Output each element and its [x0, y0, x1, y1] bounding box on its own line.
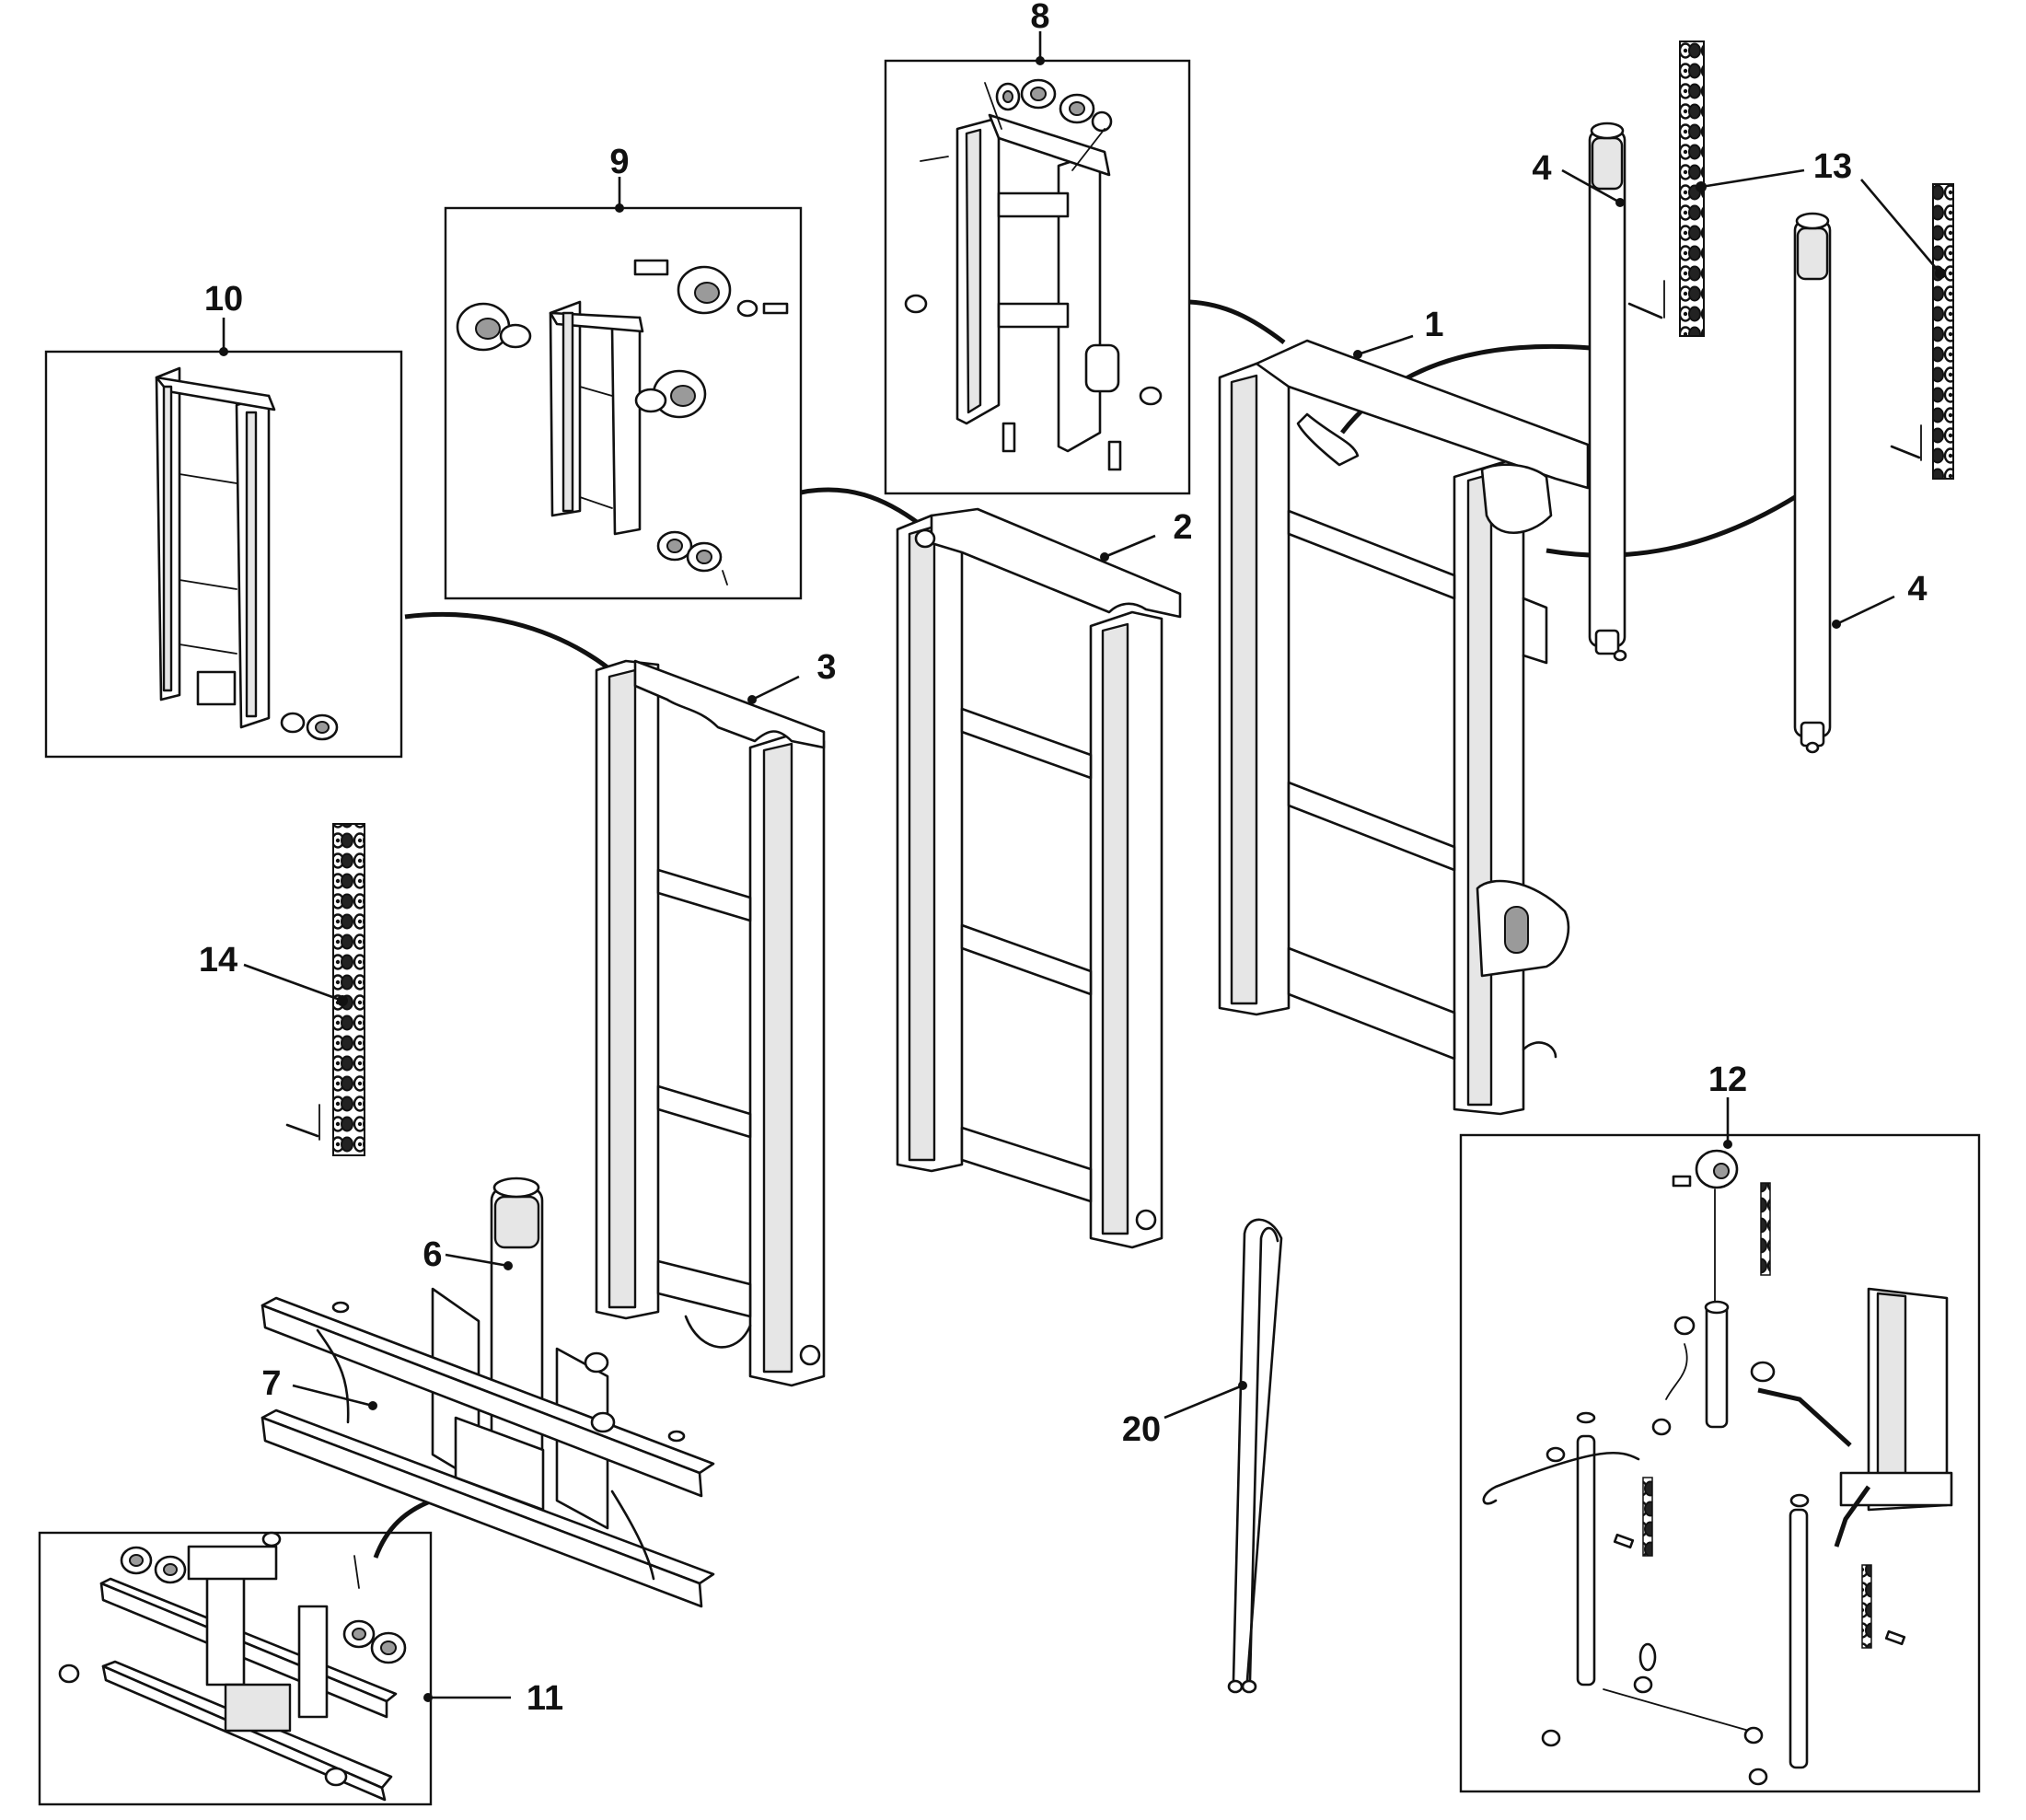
- roller-icon: [995, 78, 1113, 133]
- svg-text:20: 20: [1122, 1410, 1161, 1449]
- svg-text:1: 1: [1424, 306, 1443, 344]
- callout-1: 1: [1353, 306, 1444, 359]
- svg-text:4: 4: [1907, 570, 1927, 609]
- part-14-chain: [285, 823, 365, 1156]
- roller-icon: [120, 1546, 407, 1664]
- svg-text:2: 2: [1173, 508, 1192, 547]
- callout-2: 2: [1100, 508, 1193, 562]
- part-20-hose: [1227, 1218, 1283, 1694]
- connector-curve: [404, 612, 609, 670]
- detail-box-12: [1459, 1133, 1981, 1793]
- svg-text:14: 14: [199, 941, 237, 980]
- callout-4a: 4: [1532, 149, 1625, 207]
- connector-curve: [1546, 492, 1801, 558]
- svg-text:4: 4: [1532, 149, 1551, 188]
- svg-text:3: 3: [816, 648, 836, 687]
- connector-curve: [800, 487, 922, 527]
- callout-14: 14: [199, 941, 348, 1006]
- connector-curve: [1188, 299, 1286, 344]
- callout-12: 12: [1708, 1061, 1747, 1149]
- svg-text:12: 12: [1708, 1061, 1747, 1099]
- detail-box-9: [444, 206, 803, 600]
- part-4-lift-cylinder-a: [1588, 122, 1627, 662]
- callout-9: 9: [609, 143, 630, 213]
- svg-text:7: 7: [261, 1364, 281, 1403]
- callout-8: 8: [1030, 0, 1050, 65]
- svg-text:6: 6: [423, 1235, 442, 1274]
- svg-text:8: 8: [1030, 0, 1049, 36]
- svg-text:13: 13: [1813, 147, 1852, 186]
- callout-3: 3: [747, 648, 837, 704]
- part-13-chain-b: [1890, 183, 1954, 480]
- callout-6: 6: [423, 1235, 513, 1274]
- detail-box-10: [44, 350, 403, 759]
- part-13-chain-a: [1627, 41, 1705, 337]
- callout-13: 13: [1696, 147, 1946, 279]
- detail-box-11: [38, 1531, 433, 1806]
- part-7-carriage: [260, 1287, 715, 1608]
- part-2-middle-mast: [896, 507, 1182, 1249]
- svg-text:10: 10: [204, 280, 243, 319]
- callout-11: 11: [423, 1679, 563, 1718]
- svg-text:11: 11: [527, 1679, 563, 1718]
- callout-20: 20: [1122, 1381, 1247, 1449]
- connector-curve: [373, 1496, 438, 1559]
- detail-box-8: [884, 59, 1191, 495]
- roller-icon: [456, 265, 732, 573]
- part-4-lift-cylinder-b: [1793, 212, 1832, 754]
- part-3-inner-mast: [595, 659, 826, 1387]
- callout-10: 10: [204, 280, 243, 356]
- callout-7: 7: [261, 1364, 377, 1410]
- callout-4b: 4: [1832, 570, 1928, 629]
- part-1-outer-mast: [1218, 339, 1590, 1116]
- svg-text:9: 9: [609, 143, 629, 181]
